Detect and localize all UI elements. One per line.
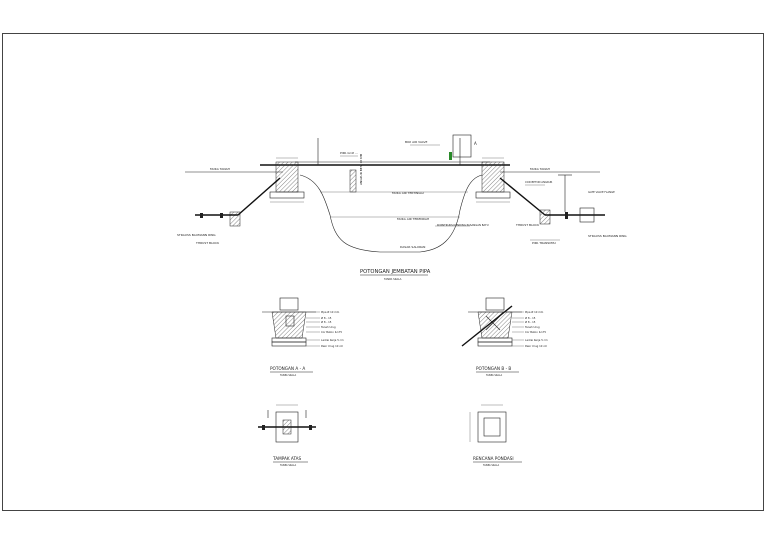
foundation-plan: RENCANA PONDASI TANPA SKALA (469, 404, 522, 467)
section-a-pasir-urug (271, 341, 307, 347)
air-valve-box (452, 134, 472, 158)
section-a-label-4: Tanah Urug (321, 325, 336, 329)
ring-left-1 (200, 213, 203, 218)
section-b-title: POTONGAN B - B (476, 366, 511, 371)
main-section-title: POTONGAN JEMBATAN PIPA (360, 269, 431, 275)
section-a-label-3: Ø 8 - 15 (321, 319, 332, 324)
abutment-right-footing (475, 191, 511, 199)
top-view: TAMPAK ATAS TANPA SKALA (258, 404, 316, 467)
bridge-section: MUKA TANAH MUKA TANAH PIPA GI Ø ... BOX … (177, 134, 627, 281)
ring-left-2 (220, 213, 223, 218)
inclined-pipe-left (237, 177, 281, 216)
drawing-frame (2, 33, 764, 511)
inclined-pipe-right (499, 177, 546, 216)
top-view-scale: TANPA SKALA (280, 464, 296, 467)
label-vertical: ANGKUR BESI 10 MM (359, 153, 363, 185)
abutment-left (275, 161, 299, 193)
section-b-label-2: Ø 8 - 15 (525, 315, 536, 320)
thrust-block-right (539, 209, 551, 225)
section-a-pipe-core (285, 315, 295, 327)
label-muka-air-terendah: MUKA AIR TERENDAH (397, 217, 429, 221)
section-a-label-6: Lantai Kerja 5 cm (321, 338, 344, 342)
label-muka-air-tertinggi: MUKA AIR TERTINGGI (392, 191, 424, 195)
label-cor-beton: COR BETON ANGKUR (525, 180, 553, 184)
gate-valve (565, 212, 568, 219)
label-pipa-gi: PIPA GI Ø ... (340, 150, 358, 155)
top-view-title: TAMPAK ATAS (272, 456, 302, 461)
foundation-plan-scale: TANPA SKALA (483, 464, 499, 467)
section-b: Pipa Ø 10 mm Ø 8 - 15 Ø 8 - 15 Tanah Uru… (461, 297, 548, 377)
foundation-plan-title: RENCANA PONDASI (473, 456, 514, 461)
section-a-label-2: Ø 8 - 15 (321, 315, 332, 320)
main-section-scale: TANPA SKALA (384, 277, 402, 281)
section-a-lantai-kerja (271, 337, 307, 343)
section-a-pipe-support (279, 297, 299, 311)
section-b-lantai-kerja (477, 337, 513, 343)
section-b-pasir-urug (477, 341, 513, 347)
section-a: Pipa Ø 10 mm Ø 8 - 15 Ø 8 - 15 Tanah Uru… (262, 297, 344, 377)
label-section-marker: A (474, 141, 477, 146)
label-thrust-block-right: THRUST BLOCK (515, 223, 540, 227)
air-valve-marker (449, 152, 452, 160)
label-muka-tanah-right: MUKA TANAH (530, 167, 550, 171)
thrust-block-left (229, 211, 241, 227)
section-a-scale: TANPA SKALA (280, 374, 296, 377)
valve-chamber-right (579, 207, 595, 223)
section-b-scale: TANPA SKALA (486, 374, 502, 377)
section-b-label-7: Pasir Urug 10 cm (525, 344, 548, 348)
top-view-block (282, 419, 292, 435)
foundation-outline (477, 411, 507, 443)
label-strauss-right: STRAUSS BAUMANN RING (588, 234, 627, 238)
section-a-label-7: Pasir Urug 10 cm (321, 344, 344, 348)
label-thrust-block-left: THRUST BLOCK (195, 241, 220, 245)
abutment-left-footing (269, 191, 305, 199)
section-b-pipe (461, 305, 513, 347)
foundation-inner (483, 417, 501, 437)
label-box-air-valve: BOX AIR VALVE (405, 140, 427, 144)
section-b-pipe-support (485, 297, 505, 311)
label-gate-valve: GATE VALVE FLANGE (588, 190, 615, 194)
top-view-ring-1 (262, 425, 265, 430)
channel-profile (299, 174, 483, 253)
label-dasar-saluran: DASAR SALURAN (400, 245, 425, 249)
label-muka-tanah-left: MUKA TANAH (210, 167, 230, 171)
label-konstruksi: KONSTRUKSI DINDING PASANGAN BATU (437, 223, 489, 227)
section-b-label-6: Lantai Kerja 5 cm (525, 338, 548, 342)
section-b-label-1: Pipa Ø 10 mm (525, 309, 544, 314)
section-b-label-5: Cor Beton K-175 (525, 330, 546, 334)
section-a-title: POTONGAN A - A (270, 366, 305, 371)
section-b-label-4: Tanah Urug (525, 325, 540, 329)
abutment-right (481, 161, 505, 193)
section-a-label-5: Cor Beton K-175 (321, 330, 342, 334)
label-pipa-transmisi: PIPA TRANSMISI (532, 241, 556, 245)
top-view-ring-2 (309, 425, 312, 430)
section-b-label-3: Ø 8 - 15 (525, 319, 536, 324)
label-strauss-left: STRAUSS BAUMANN RING (177, 233, 216, 237)
center-marker-post (349, 169, 357, 193)
section-a-label-1: Pipa Ø 10 mm (321, 309, 340, 314)
